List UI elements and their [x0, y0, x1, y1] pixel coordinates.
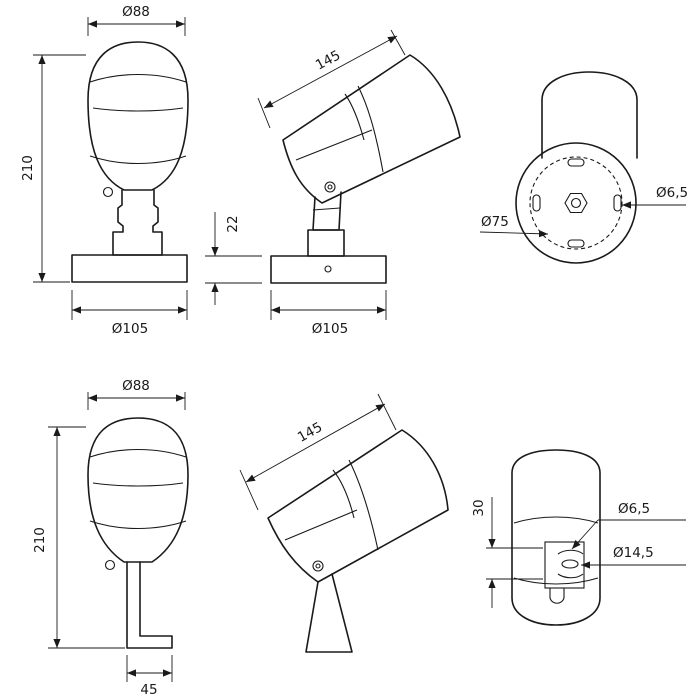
base-height-label: 22 — [225, 215, 241, 232]
side-view-top: 145 22 Ø105 — [205, 29, 461, 337]
side-length-label: 145 — [313, 47, 343, 73]
bracket-label: 45 — [140, 682, 157, 698]
offset-label: 30 — [471, 499, 487, 516]
circle-label: Ø75 — [481, 214, 509, 230]
bottom-view-top: Ø6,5 Ø75 — [479, 71, 688, 264]
front-height-label: 210 — [20, 155, 36, 181]
side-length-label-2: 145 — [295, 419, 325, 445]
rear-view-bottom: 30 Ø6,5 Ø14,5 — [471, 449, 686, 626]
front-base-label: Ø105 — [112, 321, 148, 337]
side-view-bottom: 145 — [239, 393, 449, 653]
front-width-label: Ø88 — [122, 4, 150, 20]
hole-large-label: Ø14,5 — [613, 545, 654, 561]
front-view-top: Ø88 210 Ø105 — [20, 4, 189, 337]
front-height-label-2: 210 — [32, 527, 48, 553]
front-width-label-2: Ø88 — [122, 378, 150, 394]
front-view-bottom: Ø88 210 45 — [32, 378, 189, 698]
hole-label: Ø6,5 — [656, 185, 688, 201]
hole-small-label: Ø6,5 — [618, 501, 650, 517]
side-base-label: Ø105 — [312, 321, 348, 337]
